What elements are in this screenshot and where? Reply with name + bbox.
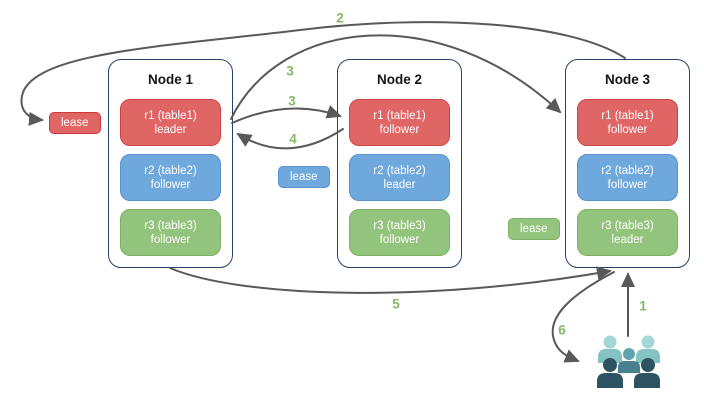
- replica-name: r3 (table3): [144, 219, 197, 232]
- replica-role: follower: [607, 123, 648, 136]
- replica-role: leader: [383, 178, 416, 191]
- node-3-title: Node 3: [604, 72, 650, 87]
- replica-r3-follower: r3 (table3) follower: [349, 209, 450, 256]
- node-2: Node 2 r1 (table1) follower r2 (table2) …: [337, 59, 462, 268]
- arrow-3-to-node2: [231, 105, 342, 124]
- users-icon: [597, 335, 660, 388]
- replica-role: follower: [150, 178, 191, 191]
- node-2-title: Node 2: [376, 72, 422, 87]
- replica-name: r1 (table1): [601, 109, 654, 122]
- node-3: Node 3 r1 (table1) follower r2 (table2) …: [565, 59, 690, 268]
- replica-role: leader: [611, 233, 644, 246]
- replica-role: leader: [154, 123, 187, 136]
- replica-r3-follower: r3 (table3) follower: [120, 209, 221, 256]
- replica-r2-leader: r2 (table2) leader: [349, 154, 450, 201]
- step-label-5: 5: [392, 296, 400, 312]
- replica-r2-follower: r2 (table2) follower: [120, 154, 221, 201]
- step-label-2: 2: [336, 10, 344, 26]
- replica-r2-follower: r2 (table2) follower: [577, 154, 678, 201]
- replica-name: r3 (table3): [373, 219, 426, 232]
- replica-name: r1 (table1): [373, 109, 426, 122]
- replica-name: r2 (table2): [373, 164, 426, 177]
- node-2-replicas: r1 (table1) follower r2 (table2) leader …: [338, 99, 461, 256]
- lease-badge-table2: lease: [278, 166, 330, 188]
- replica-r1-leader: r1 (table1) leader: [120, 99, 221, 146]
- replica-role: follower: [379, 233, 420, 246]
- arrow-5: [169, 266, 612, 294]
- replica-r3-leader: r3 (table3) leader: [577, 209, 678, 256]
- step-label-3a: 3: [286, 63, 294, 79]
- lease-badge-table1: lease: [49, 112, 101, 134]
- step-label-4: 4: [289, 131, 297, 147]
- replica-name: r2 (table2): [601, 164, 654, 177]
- step-label-6: 6: [558, 322, 566, 338]
- replica-name: r3 (table3): [601, 219, 654, 232]
- replica-role: follower: [379, 123, 420, 136]
- replica-role: follower: [607, 178, 648, 191]
- node-3-replicas: r1 (table1) follower r2 (table2) followe…: [566, 99, 689, 256]
- node-1-replicas: r1 (table1) leader r2 (table2) follower …: [109, 99, 232, 256]
- node-1-title: Node 1: [147, 72, 193, 87]
- replica-r1-follower: r1 (table1) follower: [349, 99, 450, 146]
- lease-badge-table3: lease: [508, 218, 560, 240]
- replica-name: r1 (table1): [144, 109, 197, 122]
- replica-role: follower: [150, 233, 191, 246]
- replica-name: r2 (table2): [144, 164, 197, 177]
- node-1: Node 1 r1 (table1) leader r2 (table2) fo…: [108, 59, 233, 268]
- step-label-3b: 3: [288, 93, 296, 109]
- replica-r1-follower: r1 (table1) follower: [577, 99, 678, 146]
- step-label-1: 1: [639, 298, 647, 314]
